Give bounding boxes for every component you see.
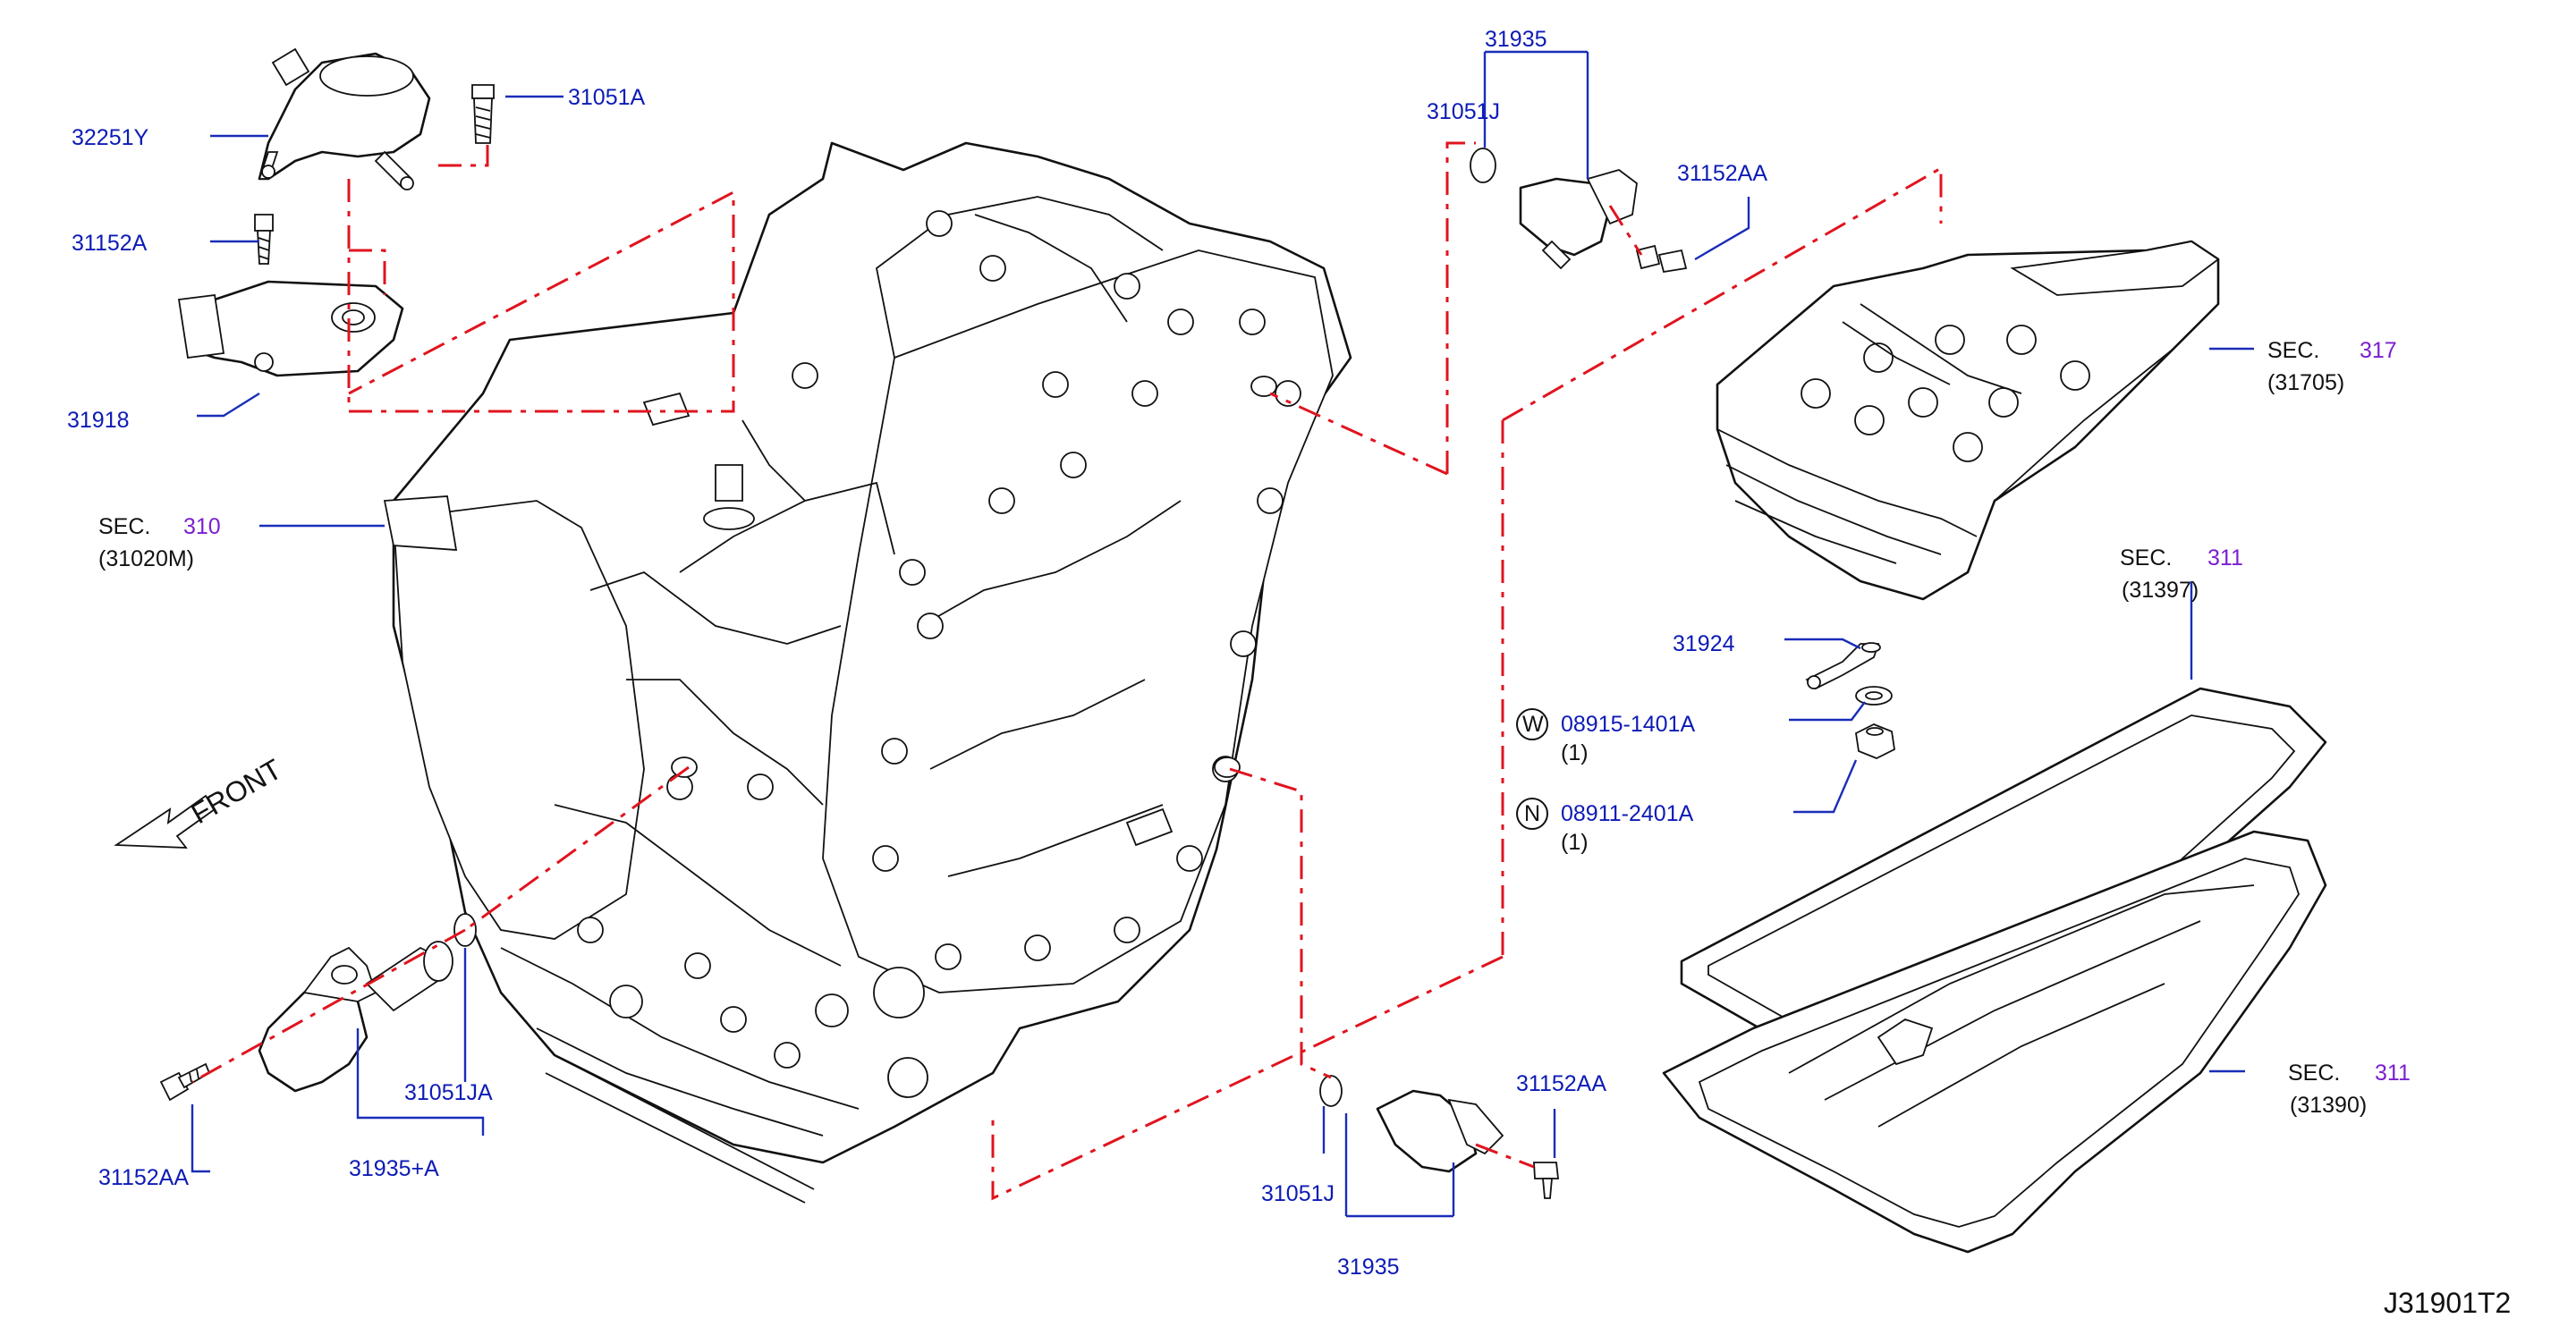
sec311b-prefix: SEC.	[2288, 1061, 2340, 1086]
sec317-subpart: (31705)	[2267, 370, 2344, 395]
bolt-31152aa-left-drawing	[159, 1062, 211, 1102]
label-08915-1401a[interactable]: 08915-1401A	[1561, 712, 1695, 737]
label-31051j-top[interactable]: 31051J	[1427, 99, 1500, 124]
valve-body-drawing	[1716, 240, 2220, 601]
label-31935-bottom[interactable]: 31935	[1337, 1255, 1400, 1280]
nut-08911-drawing	[1855, 723, 1895, 759]
transmission-case-drawing	[383, 141, 1352, 1204]
sec310-subpart: (31020M)	[98, 546, 194, 571]
sec311a-number[interactable]: 311	[2207, 545, 2243, 571]
nut-symbol-icon	[1516, 798, 1548, 830]
washer-symbol: W	[1522, 712, 1544, 737]
washer-qty: (1)	[1561, 740, 1589, 765]
label-31152aa-bottom[interactable]: 31152AA	[1516, 1071, 1606, 1096]
sensor-31935a-drawing	[258, 941, 453, 1093]
sensor-32251y-drawing	[258, 47, 431, 190]
label-08911-2401a[interactable]: 08911-2401A	[1561, 801, 1694, 826]
washer-08915-drawing	[1855, 686, 1893, 706]
leader-lines	[191, 50, 2254, 1218]
label-31918[interactable]: 31918	[67, 408, 130, 433]
label-31924[interactable]: 31924	[1673, 631, 1735, 656]
nut-qty: (1)	[1561, 830, 1589, 855]
label-31051a[interactable]: 31051A	[568, 85, 646, 110]
sec310-number[interactable]: 310	[183, 514, 221, 539]
nut-symbol: N	[1524, 801, 1540, 826]
diagram-ref: J31901T2	[2384, 1287, 2511, 1319]
label-31152aa-top[interactable]: 31152AA	[1677, 161, 1767, 186]
bolt-31152a-drawing	[254, 214, 274, 265]
sec311a-prefix: SEC.	[2120, 545, 2172, 571]
switch-31918-drawing	[177, 280, 404, 377]
bolt-31152aa-bottom-drawing	[1533, 1162, 1560, 1199]
sensor-31935-top-drawing	[1470, 148, 1638, 270]
sec317-number[interactable]: 317	[2360, 338, 2397, 363]
label-31051j-bottom[interactable]: 31051J	[1261, 1181, 1335, 1206]
sec311a-subpart: (31397)	[2122, 578, 2199, 603]
label-31152aa-left[interactable]: 31152AA	[98, 1165, 189, 1190]
sensor-31935-bottom-drawing	[1319, 1075, 1504, 1173]
sec311b-subpart: (31390)	[2290, 1093, 2367, 1118]
label-32251y[interactable]: 32251Y	[72, 125, 149, 150]
bolt-31152aa-top-drawing	[1635, 244, 1688, 274]
oil-pan-drawing	[1662, 830, 2327, 1254]
label-31051ja[interactable]: 31051JA	[404, 1080, 493, 1105]
bolt-31051a-drawing	[471, 84, 495, 144]
label-31152a[interactable]: 31152A	[72, 231, 148, 256]
sec317-prefix: SEC.	[2267, 338, 2319, 363]
clip-31924-drawing	[1805, 642, 1881, 690]
label-31935-top[interactable]: 31935	[1485, 27, 1547, 52]
sec311b-number[interactable]: 311	[2375, 1061, 2411, 1086]
alignment-dashes	[191, 141, 1943, 1201]
front-arrow-icon	[114, 794, 216, 849]
front-label: FRONT	[186, 753, 287, 830]
washer-symbol-icon	[1516, 708, 1548, 740]
sec310-prefix: SEC.	[98, 514, 150, 539]
label-31935a[interactable]: 31935+A	[349, 1156, 439, 1181]
